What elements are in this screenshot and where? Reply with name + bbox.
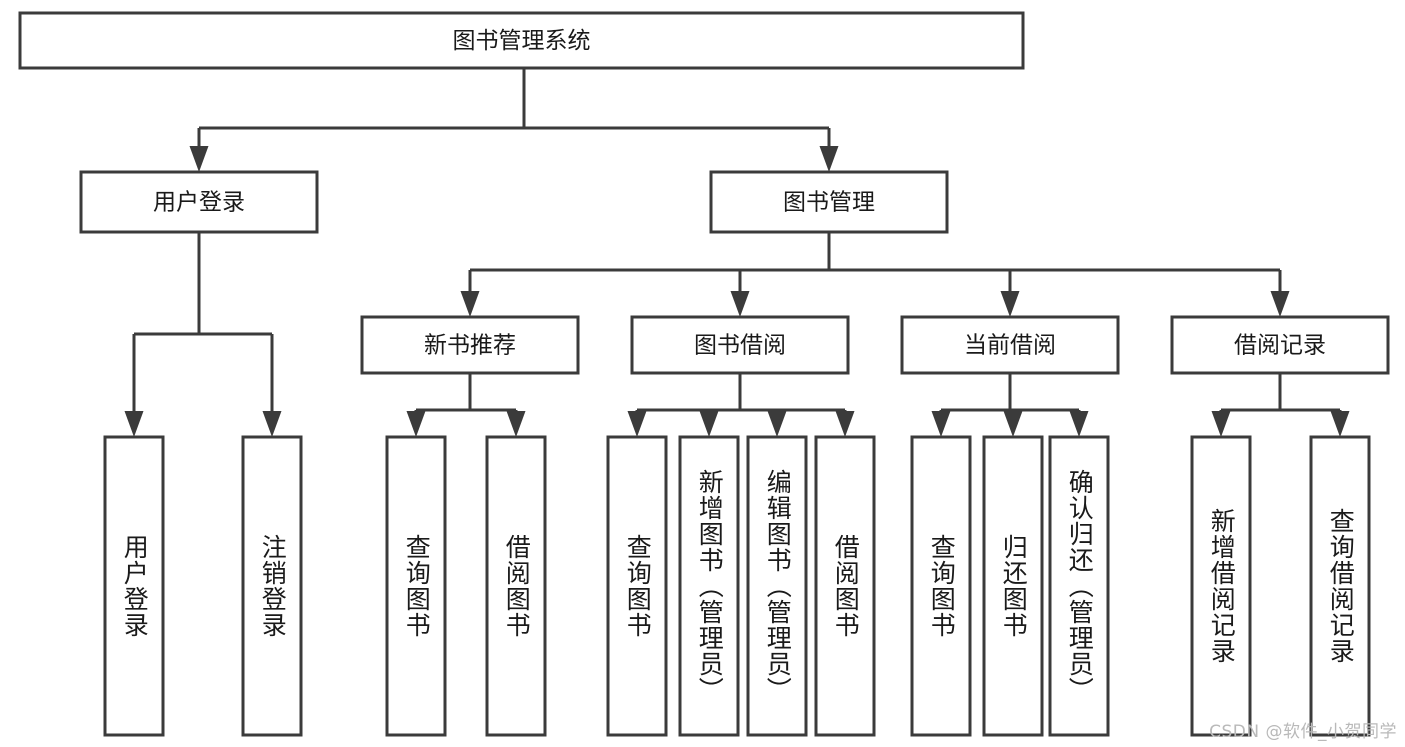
leaf-node-11[interactable] (1190, 435, 1252, 737)
leaf-node-box[interactable] (814, 435, 876, 737)
leaf-node-12[interactable] (1309, 435, 1371, 737)
leaf-node-9[interactable] (982, 435, 1044, 737)
leaf-node-box[interactable] (1309, 435, 1371, 737)
group-2-leaf-branch-1-arrowhead (1003, 411, 1023, 437)
level3-node-0[interactable]: 新书推荐 (360, 315, 580, 375)
leaf-node-box[interactable] (982, 435, 1044, 737)
level3-node-1[interactable]: 图书借阅 (630, 315, 850, 375)
level3-node-box[interactable] (900, 315, 1120, 375)
leaf-node-box[interactable] (910, 435, 972, 737)
leaf-node-8[interactable] (910, 435, 972, 737)
group-0-leaf-branch-0-arrowhead (406, 411, 426, 437)
level3-node-label: 借阅记录 (1234, 333, 1326, 359)
book-branch-3-arrowhead (1270, 291, 1290, 317)
level3-node-box[interactable] (360, 315, 580, 375)
leaf-node-box[interactable] (678, 435, 740, 737)
level2-node-label: 用户登录 (153, 190, 245, 216)
leaf-node-box[interactable] (1048, 435, 1110, 737)
leaf-node-box[interactable] (746, 435, 808, 737)
user-leaf-branch-0-arrowhead (124, 411, 144, 437)
level2-node-box[interactable] (709, 170, 949, 234)
level3-node-label: 图书借阅 (694, 333, 786, 359)
root-branch-0-arrowhead (189, 146, 209, 172)
user-leaf-branch-1-arrowhead (262, 411, 282, 437)
connector-layer (124, 68, 1350, 437)
leaf-node-box[interactable] (385, 435, 447, 737)
group-2-leaf-branch-2-arrowhead (1069, 411, 1089, 437)
level3-node-box[interactable] (630, 315, 850, 375)
group-3-leaf-branch-0-arrowhead (1211, 411, 1231, 437)
level2-node-label: 图书管理 (783, 190, 875, 216)
leaf-node-1[interactable] (241, 435, 303, 737)
leaf-node-3[interactable] (485, 435, 547, 737)
level2-node-box[interactable] (79, 170, 319, 234)
group-3-leaf-branch-1-arrowhead (1330, 411, 1350, 437)
leaf-node-2[interactable] (385, 435, 447, 737)
book-branch-0-arrowhead (460, 291, 480, 317)
leaf-node-box[interactable] (485, 435, 547, 737)
level3-node-3[interactable]: 借阅记录 (1170, 315, 1390, 375)
csdn-watermark: CSDN @软件_小贺同学 (1209, 722, 1397, 742)
root-node-box[interactable] (18, 11, 1025, 70)
root-branch-1-arrowhead (819, 146, 839, 172)
leaf-node-0[interactable] (103, 435, 165, 737)
group-1-leaf-branch-1-arrowhead (699, 411, 719, 437)
book-branch-1-arrowhead (730, 291, 750, 317)
leaf-node-10[interactable] (1048, 435, 1110, 737)
leaf-node-box[interactable] (606, 435, 668, 737)
group-0-leaf-branch-1-arrowhead (506, 411, 526, 437)
group-2-leaf-branch-0-arrowhead (931, 411, 951, 437)
group-1-leaf-branch-0-arrowhead (627, 411, 647, 437)
level2-node-0[interactable]: 用户登录 (79, 170, 319, 234)
group-1-leaf-branch-2-arrowhead (767, 411, 787, 437)
level3-node-label: 新书推荐 (424, 333, 516, 359)
level3-node-2[interactable]: 当前借阅 (900, 315, 1120, 375)
level3-node-label: 当前借阅 (964, 333, 1056, 359)
leaf-node-box[interactable] (1190, 435, 1252, 737)
group-1-leaf-branch-3-arrowhead (835, 411, 855, 437)
book-branch-2-arrowhead (1000, 291, 1020, 317)
leaf-node-box[interactable] (241, 435, 303, 737)
leaf-node-4[interactable] (606, 435, 668, 737)
level3-node-box[interactable] (1170, 315, 1390, 375)
leaf-node-box[interactable] (103, 435, 165, 737)
leaf-node-5[interactable] (678, 435, 740, 737)
leaf-node-7[interactable] (814, 435, 876, 737)
root-node[interactable]: 图书管理系统 (18, 11, 1025, 70)
leaf-node-6[interactable] (746, 435, 808, 737)
level2-node-1[interactable]: 图书管理 (709, 170, 949, 234)
root-node-label: 图书管理系统 (453, 28, 591, 54)
